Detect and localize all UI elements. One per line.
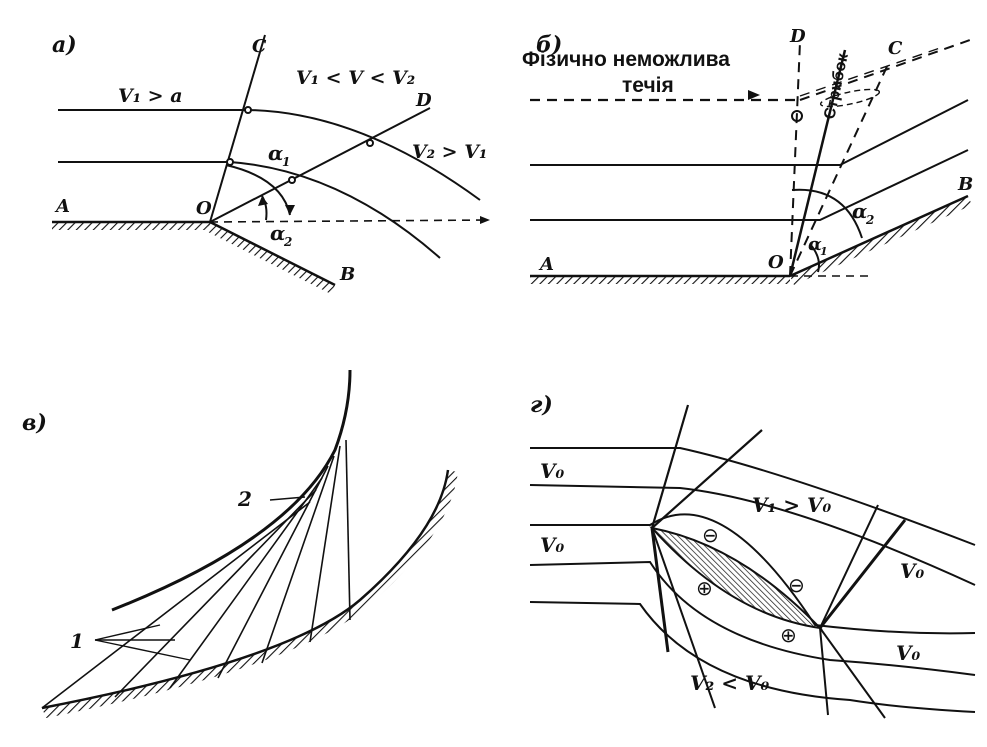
panel-b-line-od — [789, 41, 801, 277]
panel-a-label-C: C — [252, 36, 267, 57]
panel-a-angle-alpha1-arc — [225, 164, 291, 216]
panel-b-label-D: D — [789, 26, 806, 47]
panel-b-label-C: C — [888, 38, 903, 59]
panel-b-shock-line — [788, 49, 847, 277]
panel-b-angle-alpha2-arc — [791, 188, 863, 239]
panel-b-tag: б) — [536, 32, 562, 58]
panel-c-label-1: 1 — [70, 629, 84, 653]
panel-b-alpha1: α — [808, 234, 822, 255]
panel-d-streamline-5 — [529, 601, 976, 713]
panel-a-dashed-baseline — [209, 219, 491, 223]
panel-b-angle-alpha1-arc — [809, 243, 820, 273]
panel-c-characteristics — [41, 439, 351, 709]
panel-d-plus-2: ⊕ — [780, 623, 797, 647]
panel-b-note-line2: течія — [622, 74, 674, 97]
panel-b-streamline-2 — [530, 149, 969, 221]
panel-d-v0-right-low: V₀ — [896, 641, 921, 665]
panel-a-label-A: A — [54, 196, 70, 217]
panel-b: б) Фізично неможлива течія A — [522, 26, 973, 285]
panel-d-plus-1: ⊕ — [696, 576, 713, 600]
panel-b-streamline-1 — [530, 99, 969, 166]
panel-b-label-O: O — [768, 252, 784, 273]
panel-d-minus-1: ⊖ — [702, 523, 719, 547]
panel-d-streamline-4 — [529, 560, 976, 676]
panel-d-streamline-1 — [530, 447, 976, 546]
panel-d-streamline-3 — [530, 513, 976, 635]
panel-a-label-O: O — [196, 198, 212, 219]
panel-b-note-line1: Фізично неможлива — [522, 48, 730, 71]
panel-c-envelope-curve — [111, 369, 352, 612]
panel-c-label-2: 2 — [237, 487, 252, 511]
panel-a-tag: а) — [52, 32, 77, 58]
panel-d-v2: V₂ < V₀ — [690, 671, 769, 695]
panel-c: в) 1 2 — [22, 369, 458, 718]
panel-a-streamline-2 — [58, 161, 441, 259]
panel-c-tag: в) — [22, 410, 47, 436]
panel-a-alpha1: α — [268, 141, 283, 165]
panel-d: г) V₀ V₀ V₁ > V₀ V₀ V₀ V₂ < V₀ ⊖ ⊖ ⊕ ⊕ — [529, 392, 976, 719]
panel-a-alpha2-sub: 2 — [283, 235, 292, 249]
panel-b-jump-label: Стрибок — [821, 51, 852, 121]
panel-b-wall — [530, 194, 972, 285]
panel-a-alpha1-sub: 1 — [282, 155, 290, 169]
panel-a-wall — [52, 220, 336, 294]
panel-a-mach-line-od — [209, 107, 431, 223]
panel-d-v0-top: V₀ — [540, 459, 565, 483]
panel-a-mach-line-oc — [209, 34, 266, 223]
panel-a-label-middle: V₁ < V < V₂ — [296, 67, 415, 89]
panel-d-streamline-2 — [529, 484, 976, 586]
panel-a-label-B: B — [339, 264, 355, 285]
panel-a-label-downstream: V₂ > V₁ — [412, 141, 487, 163]
panel-b-alpha2: α — [852, 199, 867, 223]
panel-d-minus-2: ⊖ — [788, 573, 805, 597]
panel-a-streamline-1 — [58, 109, 481, 201]
panel-a-label-upstream: V₁ > a — [118, 85, 183, 107]
panel-d-v0-right: V₀ — [900, 559, 925, 583]
panel-a-alpha2: α — [270, 221, 285, 245]
panel-b-alpha2-sub: 2 — [865, 213, 874, 227]
panel-b-label-A: A — [538, 254, 554, 275]
panel-d-v1: V₁ > V₀ — [752, 493, 831, 517]
panel-b-label-B: B — [957, 174, 973, 195]
panel-d-tag: г) — [530, 392, 553, 418]
panel-b-alpha1-sub: 1 — [820, 245, 828, 258]
panel-a-label-D: D — [415, 90, 432, 111]
panel-a: а) A O B C D — [52, 32, 491, 294]
panel-b-line-oc — [789, 59, 891, 277]
panel-d-v0-left: V₀ — [540, 533, 565, 557]
